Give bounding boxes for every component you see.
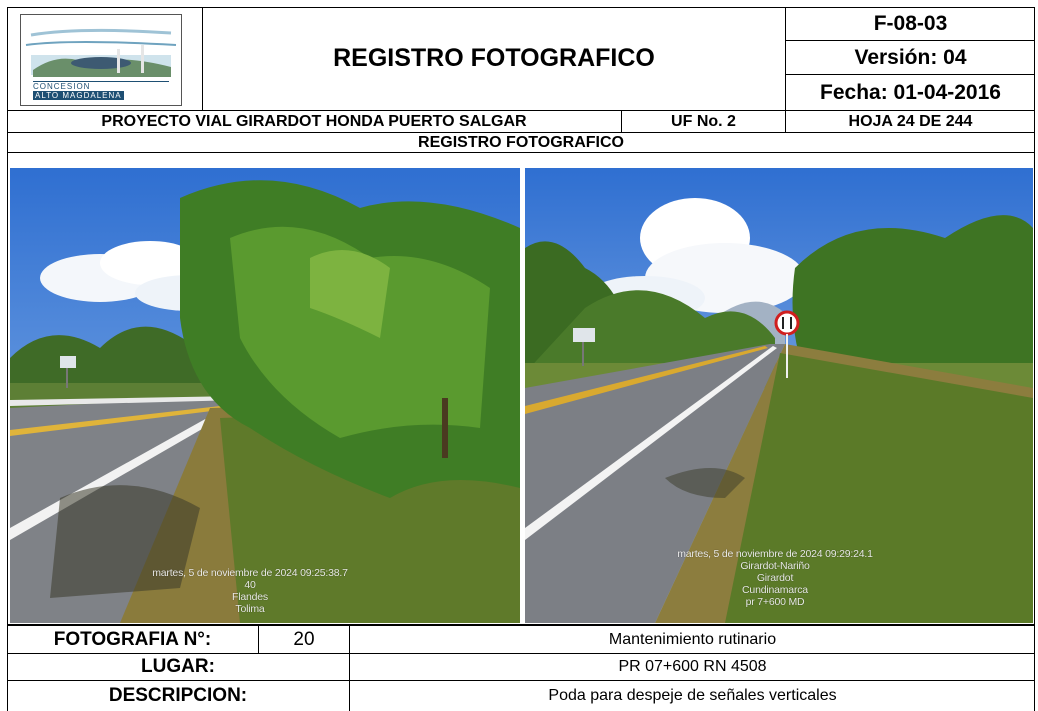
logo-text: CONCESION bbox=[33, 82, 91, 91]
activity: Mantenimiento rutinario bbox=[608, 630, 777, 648]
document-title: REGISTRO FOTOGRAFICO bbox=[203, 7, 786, 110]
place-label: LUGAR: bbox=[7, 654, 350, 680]
footer-table bbox=[7, 625, 1035, 711]
stamp-line: Girardot-Nariño bbox=[740, 560, 810, 572]
photo-number-label: FOTOGRAFIA N°: bbox=[7, 626, 259, 653]
company-logo: CONCESION ALTO MAGDALENA bbox=[20, 14, 182, 106]
stamp-line: martes, 5 de noviembre de 2024 09:25:38.… bbox=[152, 567, 348, 579]
sheet-number: HOJA 24 DE 244 bbox=[848, 112, 973, 130]
project-row bbox=[7, 110, 1035, 111]
description: Poda para despeje de señales verticales bbox=[548, 687, 837, 704]
description-label: DESCRIPCION: bbox=[7, 681, 350, 711]
stamp-line: 40 bbox=[244, 579, 256, 591]
document-code: F-08-03 bbox=[786, 7, 1035, 41]
stamp-line: martes, 5 de noviembre de 2024 09:29:24.… bbox=[677, 548, 873, 560]
stamp-line: Tolima bbox=[235, 603, 265, 615]
stamp-line: Flandes bbox=[232, 591, 268, 603]
stamp-line: Cundinamarca bbox=[742, 584, 808, 596]
photo-left: martes, 5 de noviembre de 2024 09:25:38.… bbox=[10, 168, 520, 623]
section-title: REGISTRO FOTOGRAFICO bbox=[418, 134, 624, 151]
document-version: Versión: 04 bbox=[786, 41, 1035, 75]
photos-frame bbox=[7, 152, 1035, 625]
logo-subtext: ALTO MAGDALENA bbox=[33, 91, 124, 100]
stamp-line: pr 7+600 MD bbox=[745, 596, 805, 608]
photo-left-stamp: martes, 5 de noviembre de 2024 09:25:38.… bbox=[130, 567, 370, 615]
photo-right-stamp: martes, 5 de noviembre de 2024 09:29:24.… bbox=[650, 548, 900, 608]
place: PR 07+600 RN 4508 bbox=[618, 658, 767, 675]
photo-right: martes, 5 de noviembre de 2024 09:29:24.… bbox=[525, 168, 1033, 623]
photo-number: 20 bbox=[259, 626, 350, 653]
project-name: PROYECTO VIAL GIRARDOT HONDA PUERTO SALG… bbox=[7, 111, 622, 132]
stamp-line: Girardot bbox=[756, 572, 794, 584]
functional-unit: UF No. 2 bbox=[622, 111, 786, 132]
document-date: Fecha: 01-04-2016 bbox=[820, 80, 1001, 104]
logo-cell bbox=[7, 7, 203, 110]
